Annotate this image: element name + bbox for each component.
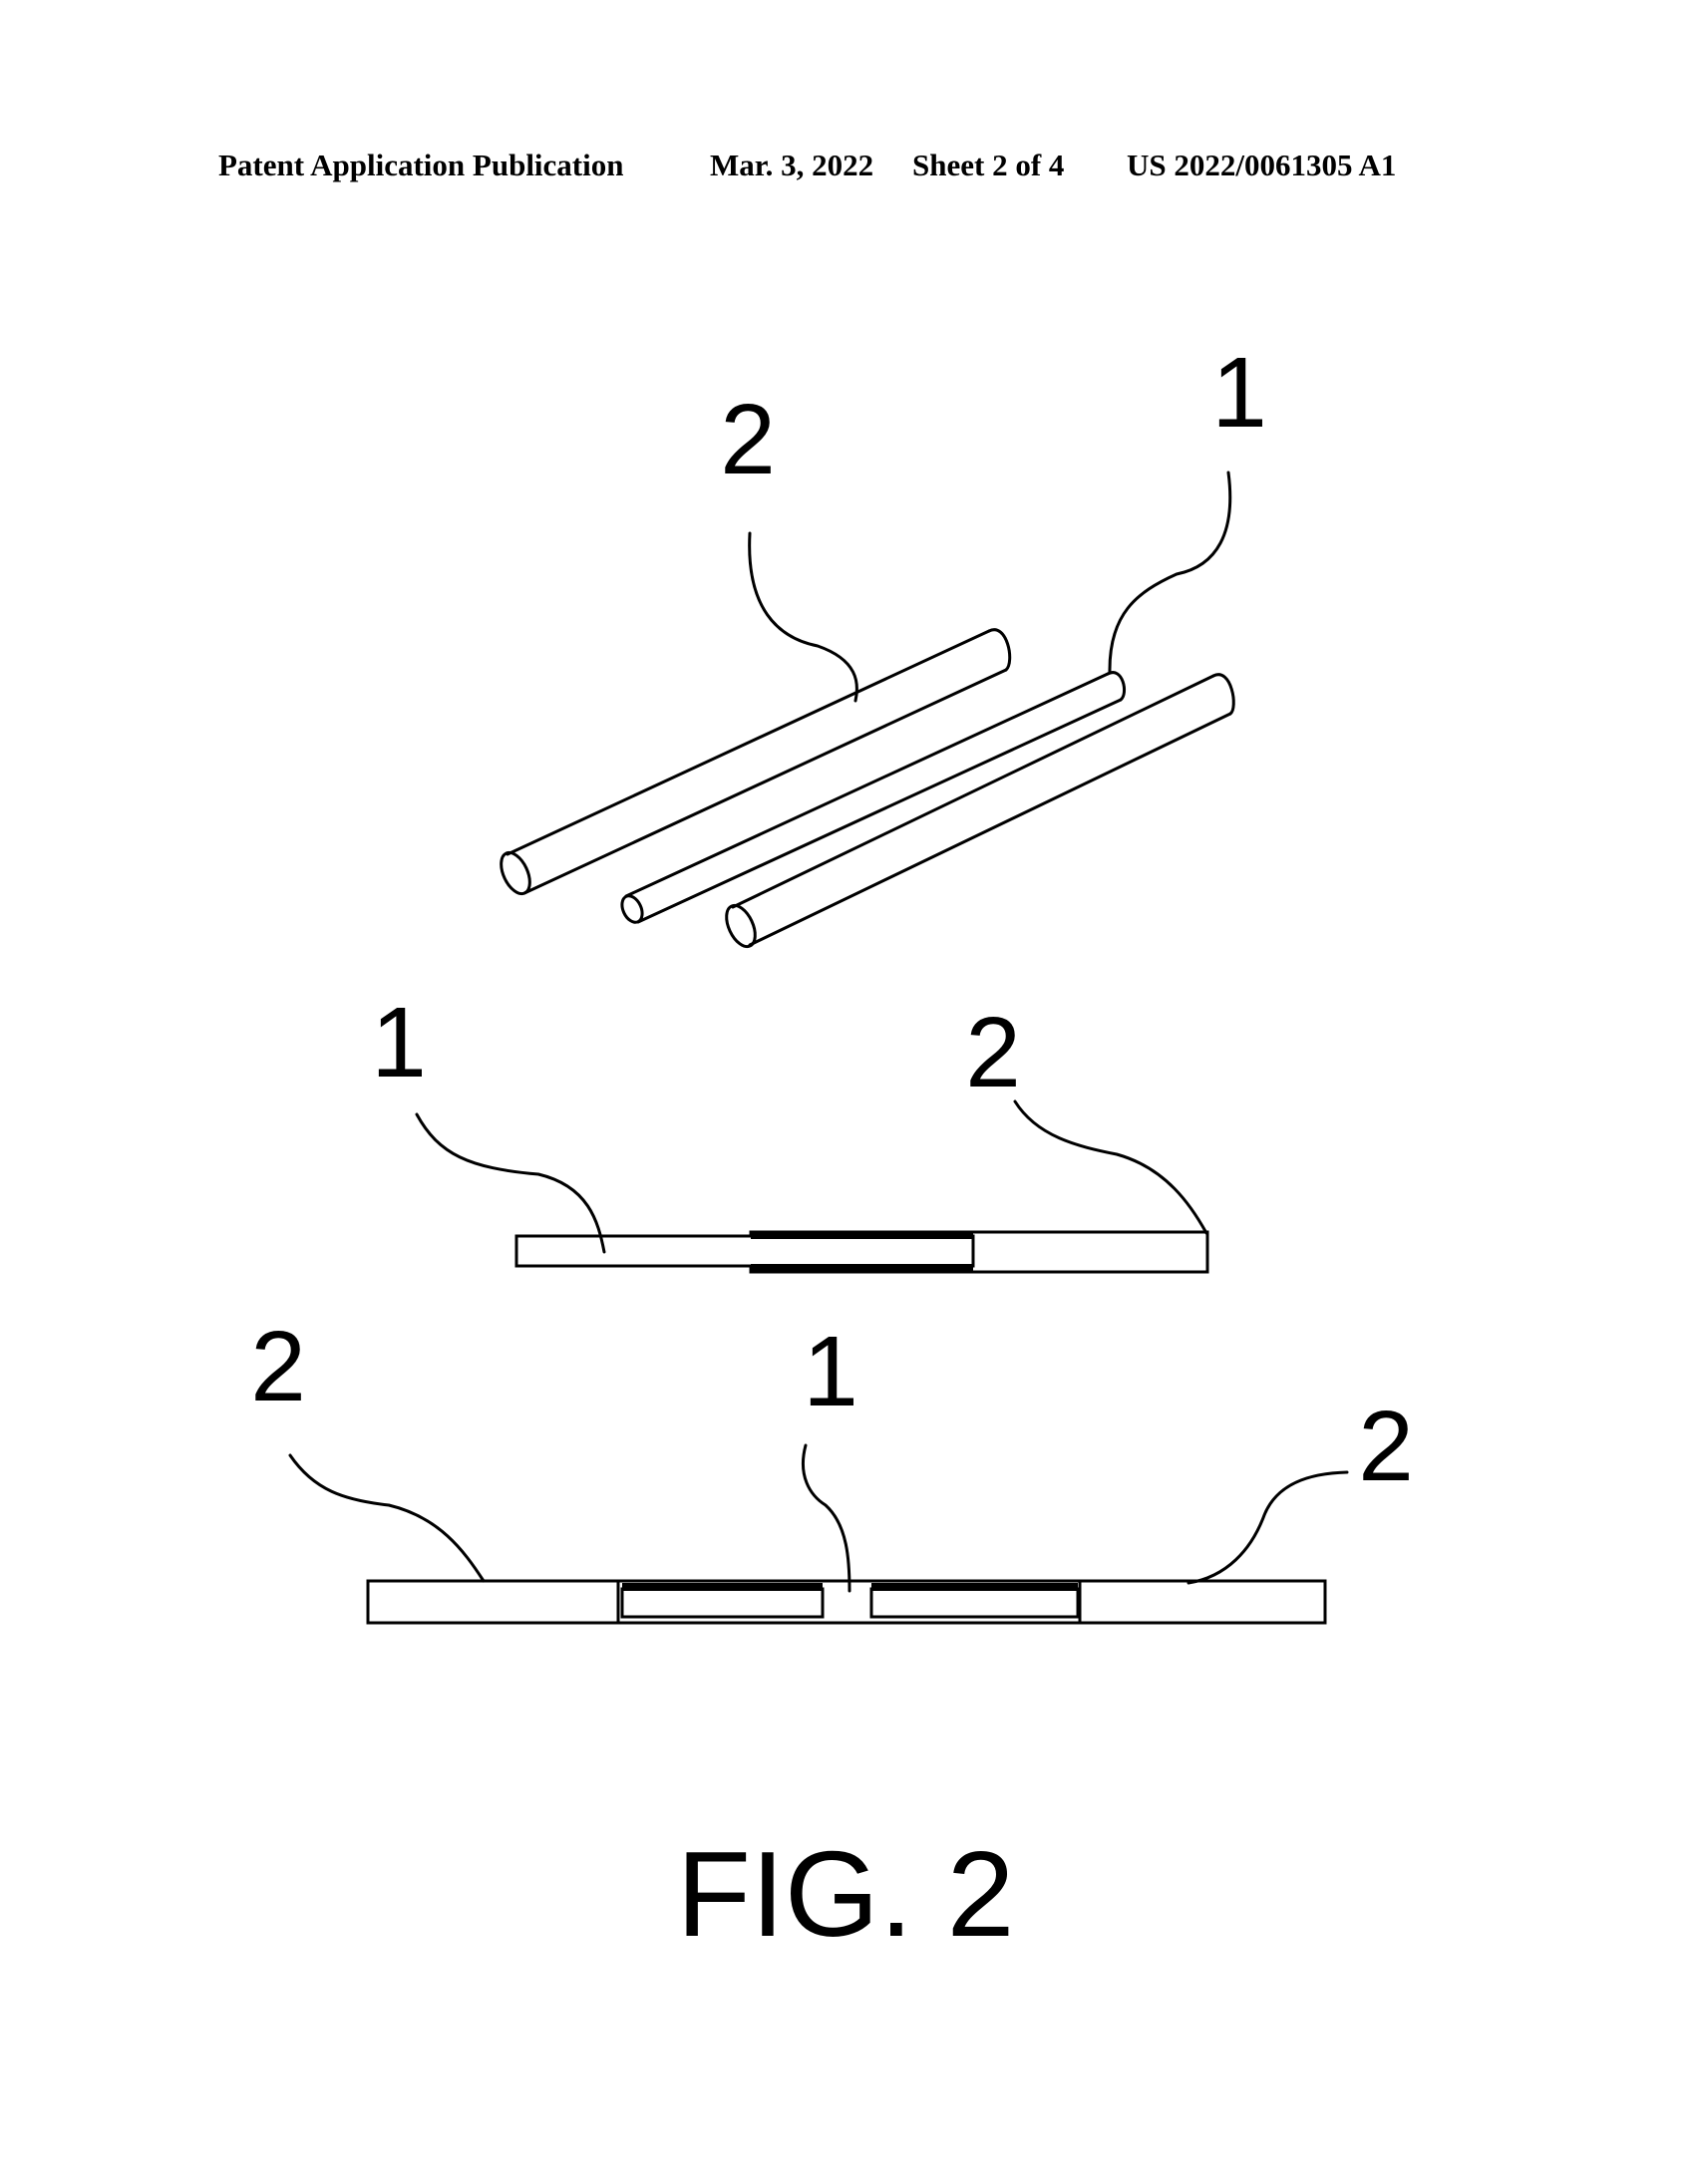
label-bottom-left-2: 2 xyxy=(250,1311,306,1422)
label-bottom-right-2: 2 xyxy=(1358,1391,1414,1502)
publication-type: Patent Application Publication xyxy=(218,148,624,182)
bottom-assembly xyxy=(366,1579,1327,1625)
leader-line-middle-2 xyxy=(1013,1099,1208,1235)
label-middle-1: 1 xyxy=(371,987,427,1098)
leader-line-bottom-right-2 xyxy=(1186,1470,1349,1585)
rod-right xyxy=(725,673,1235,949)
sheet-number: Sheet 2 of 4 xyxy=(912,148,1065,182)
label-top-2: 2 xyxy=(720,384,776,495)
rod-left xyxy=(500,628,1012,896)
figure-caption: FIG. 2 xyxy=(677,1826,1015,1962)
patent-number: US 2022/0061305 A1 xyxy=(1127,148,1397,182)
label-middle-2: 2 xyxy=(965,997,1021,1108)
middle-assembly xyxy=(514,1230,1209,1274)
page-header: Patent Application Publication Mar. 3, 2… xyxy=(0,148,1695,187)
leader-line-bottom-center-1 xyxy=(801,1443,851,1593)
publication-date: Mar. 3, 2022 xyxy=(710,148,874,182)
leader-line-top-2 xyxy=(748,531,858,703)
leader-line-bottom-left-2 xyxy=(288,1453,486,1583)
label-top-1: 1 xyxy=(1211,337,1267,449)
label-bottom-center-1: 1 xyxy=(803,1316,858,1427)
rod-thin xyxy=(620,671,1126,924)
leader-line-middle-1 xyxy=(415,1112,606,1254)
leader-line-top-1 xyxy=(1108,470,1232,675)
